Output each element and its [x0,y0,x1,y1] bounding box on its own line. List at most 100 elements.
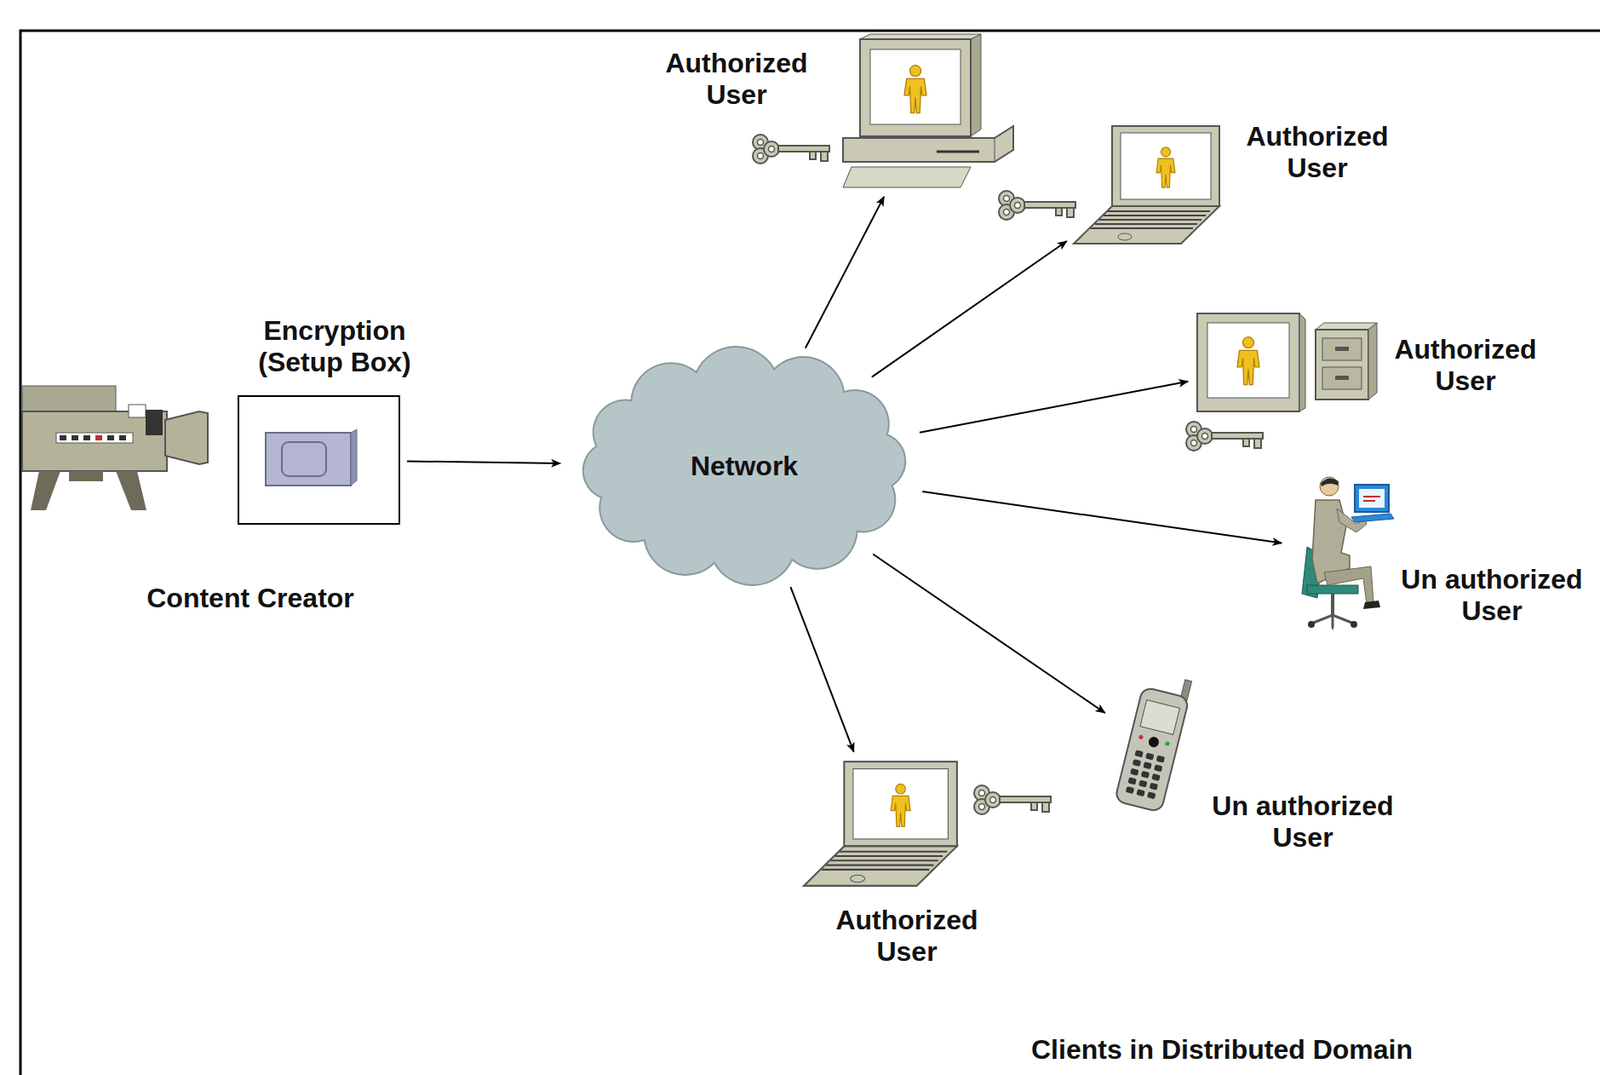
drawing-part [1134,749,1143,757]
drawing-part [95,435,103,441]
node-label: Content Creator [114,582,387,614]
arrow-connector [872,553,1106,713]
text-holder: Authorized User [817,904,997,968]
drawing-part [843,166,971,188]
frame-border [20,30,1600,1075]
drawing-part [1103,214,1206,217]
camera-icon [22,385,210,512]
arrow-connector [790,586,854,752]
drawing-part [890,795,911,826]
text-holder: Encryption (Setup Box) [243,315,427,379]
person-figure [1156,147,1176,188]
caption-label: Clients in Distributed Domain [1031,1033,1413,1066]
drawing-part [825,864,934,866]
drawing-part [835,854,943,857]
user-workstation: Authorized User [1196,312,1378,413]
drawing-part [1125,785,1135,794]
drawing-part [870,49,961,125]
drawing-part [1354,484,1389,512]
drawing-part [56,432,133,443]
text-holder: Authorized User [647,47,826,111]
person-icon [1290,474,1397,630]
drawing-part [1156,755,1165,763]
drawing-part [1151,773,1160,781]
node-label: Network [690,450,798,482]
drawing-part [860,39,971,137]
drawing-part [1243,337,1255,349]
drawing-part [107,435,115,441]
text-holder: Content Creator [114,582,387,614]
drawing-part [1335,346,1349,351]
drawing-part [1320,477,1339,487]
node-label: Un authorized User [1200,790,1406,854]
drawing-part [1149,782,1159,791]
node-label: Authorized User [1376,333,1555,397]
drawing-part [68,470,104,482]
drawing-part [904,78,927,113]
box-border [238,395,400,524]
arrow-connector [871,240,1067,378]
drawing-part [1319,476,1339,496]
desktop-icon [843,34,1014,190]
drawing-part [1120,132,1211,200]
text-holder: Authorized User [1376,333,1555,397]
drawing-part [115,470,147,511]
drawing-part [1073,126,1220,244]
drawing-part [1135,788,1145,797]
key-icon [998,190,1076,220]
drawing-part [165,411,208,465]
drawing-part [803,845,958,885]
drawing-part [843,761,958,846]
drawing-part [1207,322,1290,398]
user-laptop: Authorized User [803,759,959,888]
text-holder: Authorized User [1227,120,1407,184]
text-holder: Clients in Distributed Domain [1031,1033,1413,1066]
text-holder: Un authorized User [1200,790,1406,854]
drawing-part [850,874,866,882]
drawing-part [821,868,930,871]
drawing-part [1112,126,1220,207]
node-label: Encryption (Setup Box) [243,315,427,379]
key-icon [752,134,830,164]
drawing-part [1324,566,1374,604]
drawing-part [853,768,949,839]
drawing-part [1322,338,1362,361]
arrow-connector [805,196,884,349]
user-phone: Un authorized User [1112,675,1194,816]
drawing-part [71,435,79,441]
drawing-part [831,859,939,861]
drawing-part [895,783,907,794]
drawing-part [1127,776,1136,785]
drawing-part [936,150,980,154]
drawing-part [970,34,981,137]
cloud-outline [583,346,906,585]
drawing-part [843,126,1014,162]
person-figure [1237,337,1260,385]
drawing-part [1147,735,1161,749]
drawing-part [1146,791,1156,799]
drawing-part [59,435,67,441]
drawing-part [1311,614,1354,628]
drawing-part [1331,627,1334,630]
encryption-box: Encryption (Setup Box) [237,395,401,525]
drawing-part [1156,158,1176,188]
drawing-part [1153,763,1163,772]
drawing-part [910,65,922,77]
drawing-part [1164,740,1170,746]
drawing-part [839,850,947,853]
node-label: Authorized User [817,904,997,968]
drawing-part [30,470,61,511]
drawing-part [1140,699,1181,735]
drawing-part [1142,761,1152,769]
drawing-part [1099,218,1202,221]
key-icon [974,785,1051,815]
person-figure [890,783,911,826]
node-label: Un authorized User [1389,563,1595,627]
user-person: Un authorized User [1290,474,1397,630]
drawing-part [1315,322,1377,330]
drawing-part [1138,779,1147,788]
drawing-part [1368,322,1377,400]
drawing-part [1237,349,1260,385]
drawing-part [1299,313,1306,412]
